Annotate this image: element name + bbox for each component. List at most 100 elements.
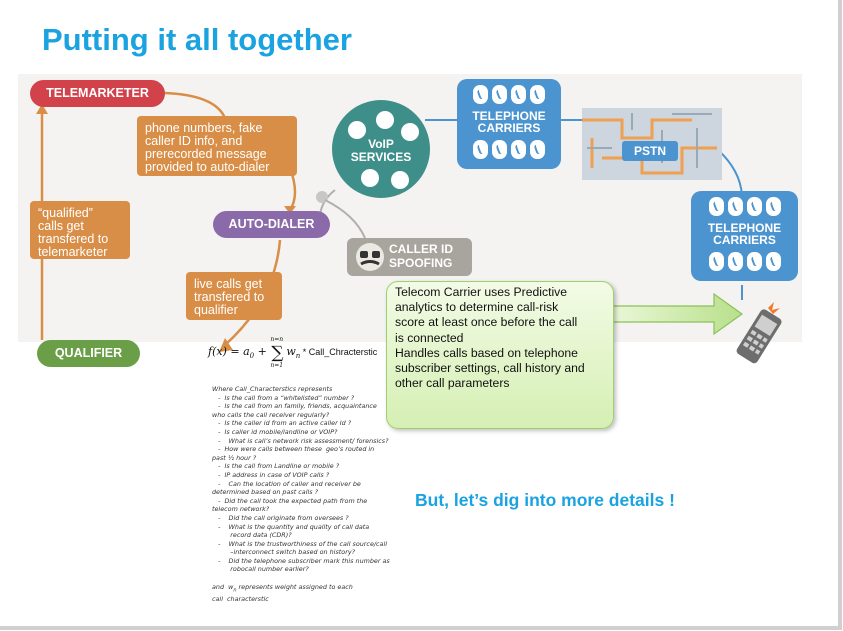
notes-weight-rest: represents weight assigned to each: [236, 582, 353, 591]
phone-icon: [492, 140, 507, 159]
notes-line: - Is caller id mobile/landline or VOIP?: [212, 427, 338, 436]
phone-icon: [530, 140, 545, 159]
qualified-box: “qualified” calls get transfered to tele…: [30, 201, 130, 259]
caller-id-label-line: SPOOFING: [389, 256, 453, 270]
notes-line: call characterstic: [212, 594, 269, 603]
phone-icon: [765, 197, 781, 216]
wifi-icon: [348, 121, 366, 139]
pstn-label: PSTN: [622, 141, 678, 161]
qualifier-node: QUALIFIER: [37, 340, 140, 367]
green-arrow: [612, 292, 744, 336]
qualified-box-line: telemarketer: [38, 245, 108, 259]
notes-line: - Is the call from a “whitelisted” numbe…: [212, 393, 355, 402]
wifi-icon: [376, 111, 394, 129]
telemarketer-arrowhead: [36, 104, 48, 114]
formula-lhs: f(x) = a: [208, 345, 250, 358]
live-calls-line: live calls get: [194, 277, 263, 291]
phone-icon: [746, 197, 762, 216]
sum-operator: n=n ∑ n=1: [270, 336, 286, 369]
pstn-node: PSTN: [582, 108, 722, 180]
numbers-box-line: phone numbers, fake: [145, 121, 263, 135]
caller-id-spoofing-node: CALLER ID SPOOFING: [347, 238, 472, 276]
phone-icon: [727, 197, 743, 216]
sum-top: n=n: [270, 336, 284, 343]
slide-title: Putting it all together: [42, 22, 352, 57]
carriers-label-line: TELEPHONE: [707, 221, 782, 235]
phone-icon: [492, 85, 507, 104]
phone-icon: [727, 252, 743, 271]
formula-sub0: 0: [249, 352, 255, 361]
caller-id-label-line: CALLER ID: [389, 242, 453, 256]
callout-line: other call parameters: [395, 376, 510, 391]
phone-icon: [473, 140, 488, 159]
notes-line: - Can the location of caller and receive…: [212, 479, 361, 488]
notes-weight-line: and wn represents weight assigned to eac…: [212, 583, 392, 595]
notes-line: record data (CDR)?: [212, 531, 292, 540]
formula-plus: +: [254, 345, 271, 358]
voip-services-node: VoIP SERVICES: [332, 100, 430, 198]
notes-line: - What is call’s network risk assessment…: [212, 436, 389, 445]
notes-weight-prefix: and w: [212, 582, 234, 591]
phone-icons-row: [691, 252, 798, 271]
carriers-top-label: TELEPHONE CARRIERS: [457, 110, 561, 134]
carriers-label-line: TELEPHONE: [472, 109, 546, 123]
formula-rest: * Call_Chracterstic: [300, 347, 378, 357]
carriers-right-label: TELEPHONE CARRIERS: [691, 222, 798, 246]
notes-line: - Did the call took the expected path fr…: [212, 496, 368, 505]
voip-label-line: VoIP: [368, 137, 394, 151]
notes-line: - What is the quantity and quality of ca…: [212, 522, 370, 531]
wifi-icon: [391, 171, 409, 189]
numbers-box-line: prerecorded message: [145, 147, 267, 161]
voip-label: VoIP SERVICES: [332, 138, 430, 164]
qualified-box-line: “qualified”: [38, 206, 93, 220]
callout-line: subscriber settings, call history and: [395, 361, 585, 376]
phone-icon: [708, 252, 724, 271]
phone-icons-row: [457, 85, 561, 104]
sigma-glyph: ∑: [271, 343, 284, 363]
phone-icon: [511, 85, 526, 104]
numbers-box: phone numbers, fake caller ID info, and …: [137, 116, 297, 176]
callout-line: analytics to determine call-risk: [395, 300, 559, 315]
callout-line: Telecom Carrier uses Predictive: [395, 285, 568, 299]
phone-icon: [511, 140, 526, 159]
phone-icon: [746, 252, 762, 271]
telephone-carriers-right: TELEPHONE CARRIERS: [691, 191, 798, 281]
voip-label-line: SERVICES: [350, 150, 412, 164]
phone-icon: [765, 252, 781, 271]
call-characteristics-notes: Where Call_Characterstics represents - I…: [212, 385, 392, 603]
notes-line: [212, 574, 392, 583]
wifi-icon: [401, 123, 419, 141]
qualifier-arrowhead: [219, 338, 233, 352]
notes-line: - How were calls between these geo’s rou…: [212, 445, 375, 454]
notes-line: - Did the call originate from oversees ?: [212, 513, 349, 522]
phone-icon: [473, 85, 488, 104]
auto-dialer-node: AUTO-DIALER: [213, 211, 330, 238]
live-calls-box: live calls get transfered to qualifier: [186, 272, 282, 320]
notes-line: - Is the caller id from an active caller…: [212, 419, 352, 428]
notes-line: robocall number earlier?: [212, 565, 309, 574]
phone-icons-row: [691, 197, 798, 216]
notes-line: past ½ hour ?: [212, 453, 257, 462]
numbers-box-line: caller ID info, and: [145, 134, 243, 148]
notes-line: who calls the call receiver regularly?: [212, 410, 330, 419]
wifi-icon: [361, 169, 379, 187]
notes-line: Where Call_Characterstics represents: [212, 385, 333, 393]
notes-line: - IP address in case of VOIP calls ?: [212, 470, 330, 479]
notes-line: –interconnect switch based on history?: [212, 548, 355, 557]
predictive-analytics-callout: Telecom Carrier uses Predictive analytic…: [386, 281, 614, 429]
notes-line: telecom network?: [212, 505, 270, 514]
telephone-carriers-top: TELEPHONE CARRIERS: [457, 79, 561, 169]
numbers-box-line: provided to auto-dialer: [145, 160, 270, 174]
live-calls-line: transfered to: [194, 290, 265, 304]
risk-formula: f(x) = a0 + n=n ∑ n=1 wn * Call_Chracter…: [208, 336, 378, 369]
closing-statement: But, let’s dig into more details !: [415, 490, 675, 510]
phone-icon: [708, 197, 724, 216]
callout-line: Handles calls based on telephone: [395, 345, 578, 360]
formula-term: w: [286, 345, 296, 358]
junction-to-spoofing-connector: [324, 199, 366, 239]
notes-weight-sub: n: [233, 586, 237, 593]
notes-line: - What is the trustworthiness of the cal…: [212, 539, 388, 548]
qualified-box-line: calls get: [38, 219, 84, 233]
phone-icons-row: [457, 140, 561, 159]
